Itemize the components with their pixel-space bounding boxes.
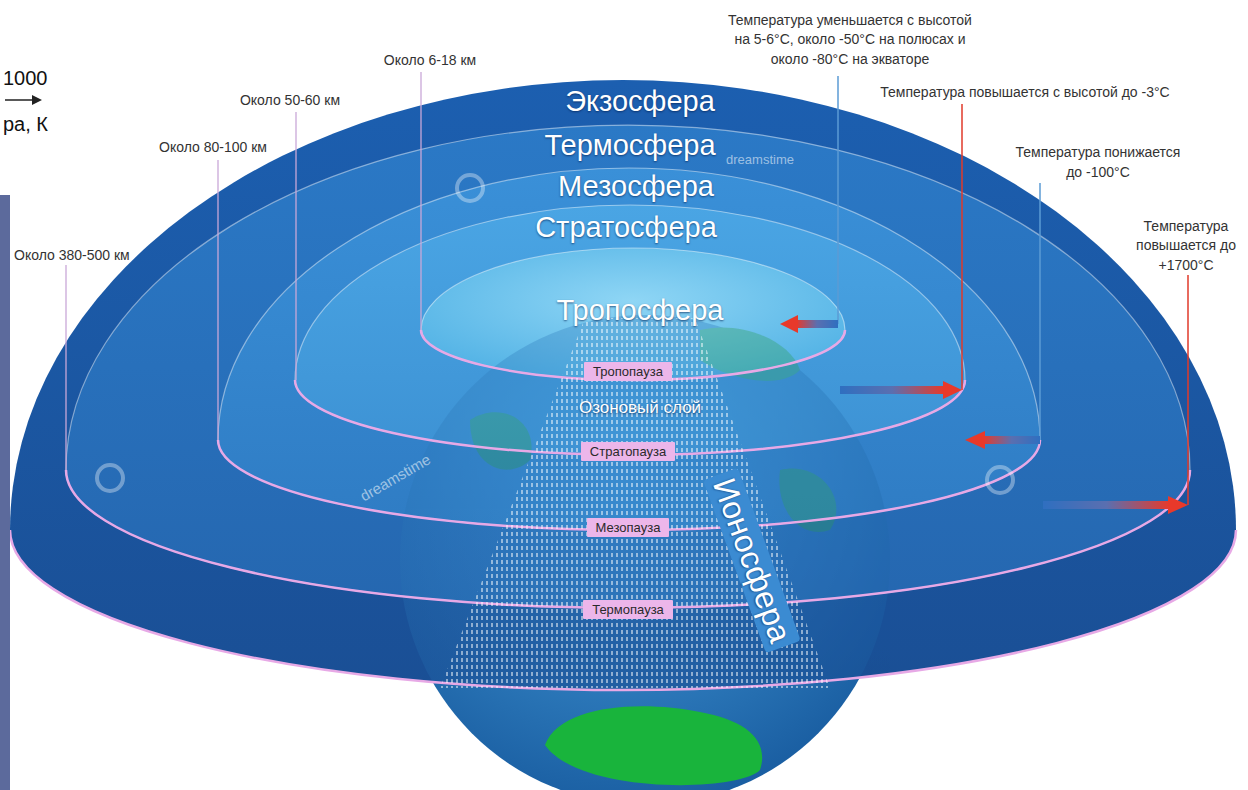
leader-line xyxy=(65,265,66,470)
pause-label: Тропопауза xyxy=(593,364,663,379)
temperature-arrow xyxy=(943,381,962,399)
leader-line xyxy=(217,160,218,440)
temperature-arrow xyxy=(796,320,838,328)
leader-line xyxy=(1187,275,1189,505)
axis-value: 1000 xyxy=(3,67,48,90)
layer-name: Тропосфера xyxy=(557,294,724,327)
axis-arrow xyxy=(32,95,42,105)
leader-line xyxy=(420,72,421,330)
earth-faint xyxy=(400,315,890,790)
pause-label: Мезопауза xyxy=(596,520,661,535)
earth-globe xyxy=(400,315,890,790)
axis-label: ра, К xyxy=(3,113,48,136)
leader-line xyxy=(1039,183,1041,440)
temperature-note: Температура повышается с высотой до -3°C xyxy=(880,84,1169,100)
altitude-callout: Около 50-60 км xyxy=(240,92,340,108)
pause-box: Тропопауза xyxy=(584,362,672,381)
temperature-arrow xyxy=(780,315,798,333)
pause-box: Стратопауза xyxy=(581,442,675,461)
pause-label: Термопауза xyxy=(592,602,664,617)
temperature-note: Температура понижается до -100°C xyxy=(1008,143,1188,182)
watermark: dreamstime xyxy=(726,153,794,168)
temperature-arrow xyxy=(1168,496,1188,514)
layer-name: Термосфера xyxy=(544,129,715,162)
ionosphere-hatch xyxy=(440,318,830,688)
temperature-note: Температура повышается до +1700°C xyxy=(1136,217,1236,276)
temperature-arrow xyxy=(1043,501,1170,509)
temperature-arrow xyxy=(965,431,985,449)
dome-outline xyxy=(66,125,1190,608)
pause-box: Термопауза xyxy=(583,600,673,619)
altitude-callout: Около 80-100 км xyxy=(159,139,267,155)
leader-line xyxy=(295,112,296,380)
temperature-arrow xyxy=(983,436,1040,444)
layer-name: Мезосфера xyxy=(558,170,714,203)
layer-name: Стратосфера xyxy=(535,211,717,244)
pause-box: Мезопауза xyxy=(587,518,670,537)
altitude-callout: Около 6-18 км xyxy=(384,52,476,68)
pause-label: Стратопауза xyxy=(590,444,666,459)
thermosphere-dome xyxy=(66,125,1190,608)
watermark: dreamstime xyxy=(357,451,433,505)
watermark-logo xyxy=(457,175,483,201)
leader-line xyxy=(837,76,839,324)
leader-line xyxy=(961,104,963,390)
layer-name: Экзосфера xyxy=(565,85,715,118)
temperature-note: Температура уменьшается с высотой на 5-6… xyxy=(720,11,980,70)
temperature-arrow xyxy=(840,386,944,394)
exosphere-dome xyxy=(10,80,1236,690)
watermark-logo xyxy=(97,465,123,491)
layer-name: Озоновый слой xyxy=(579,398,701,418)
altitude-callout: Около 380-500 км xyxy=(14,247,130,263)
axis-arrow xyxy=(5,99,34,101)
layer-name: Ионосфера xyxy=(703,467,801,652)
watermark-logo xyxy=(987,467,1013,493)
side-panel xyxy=(0,195,10,790)
